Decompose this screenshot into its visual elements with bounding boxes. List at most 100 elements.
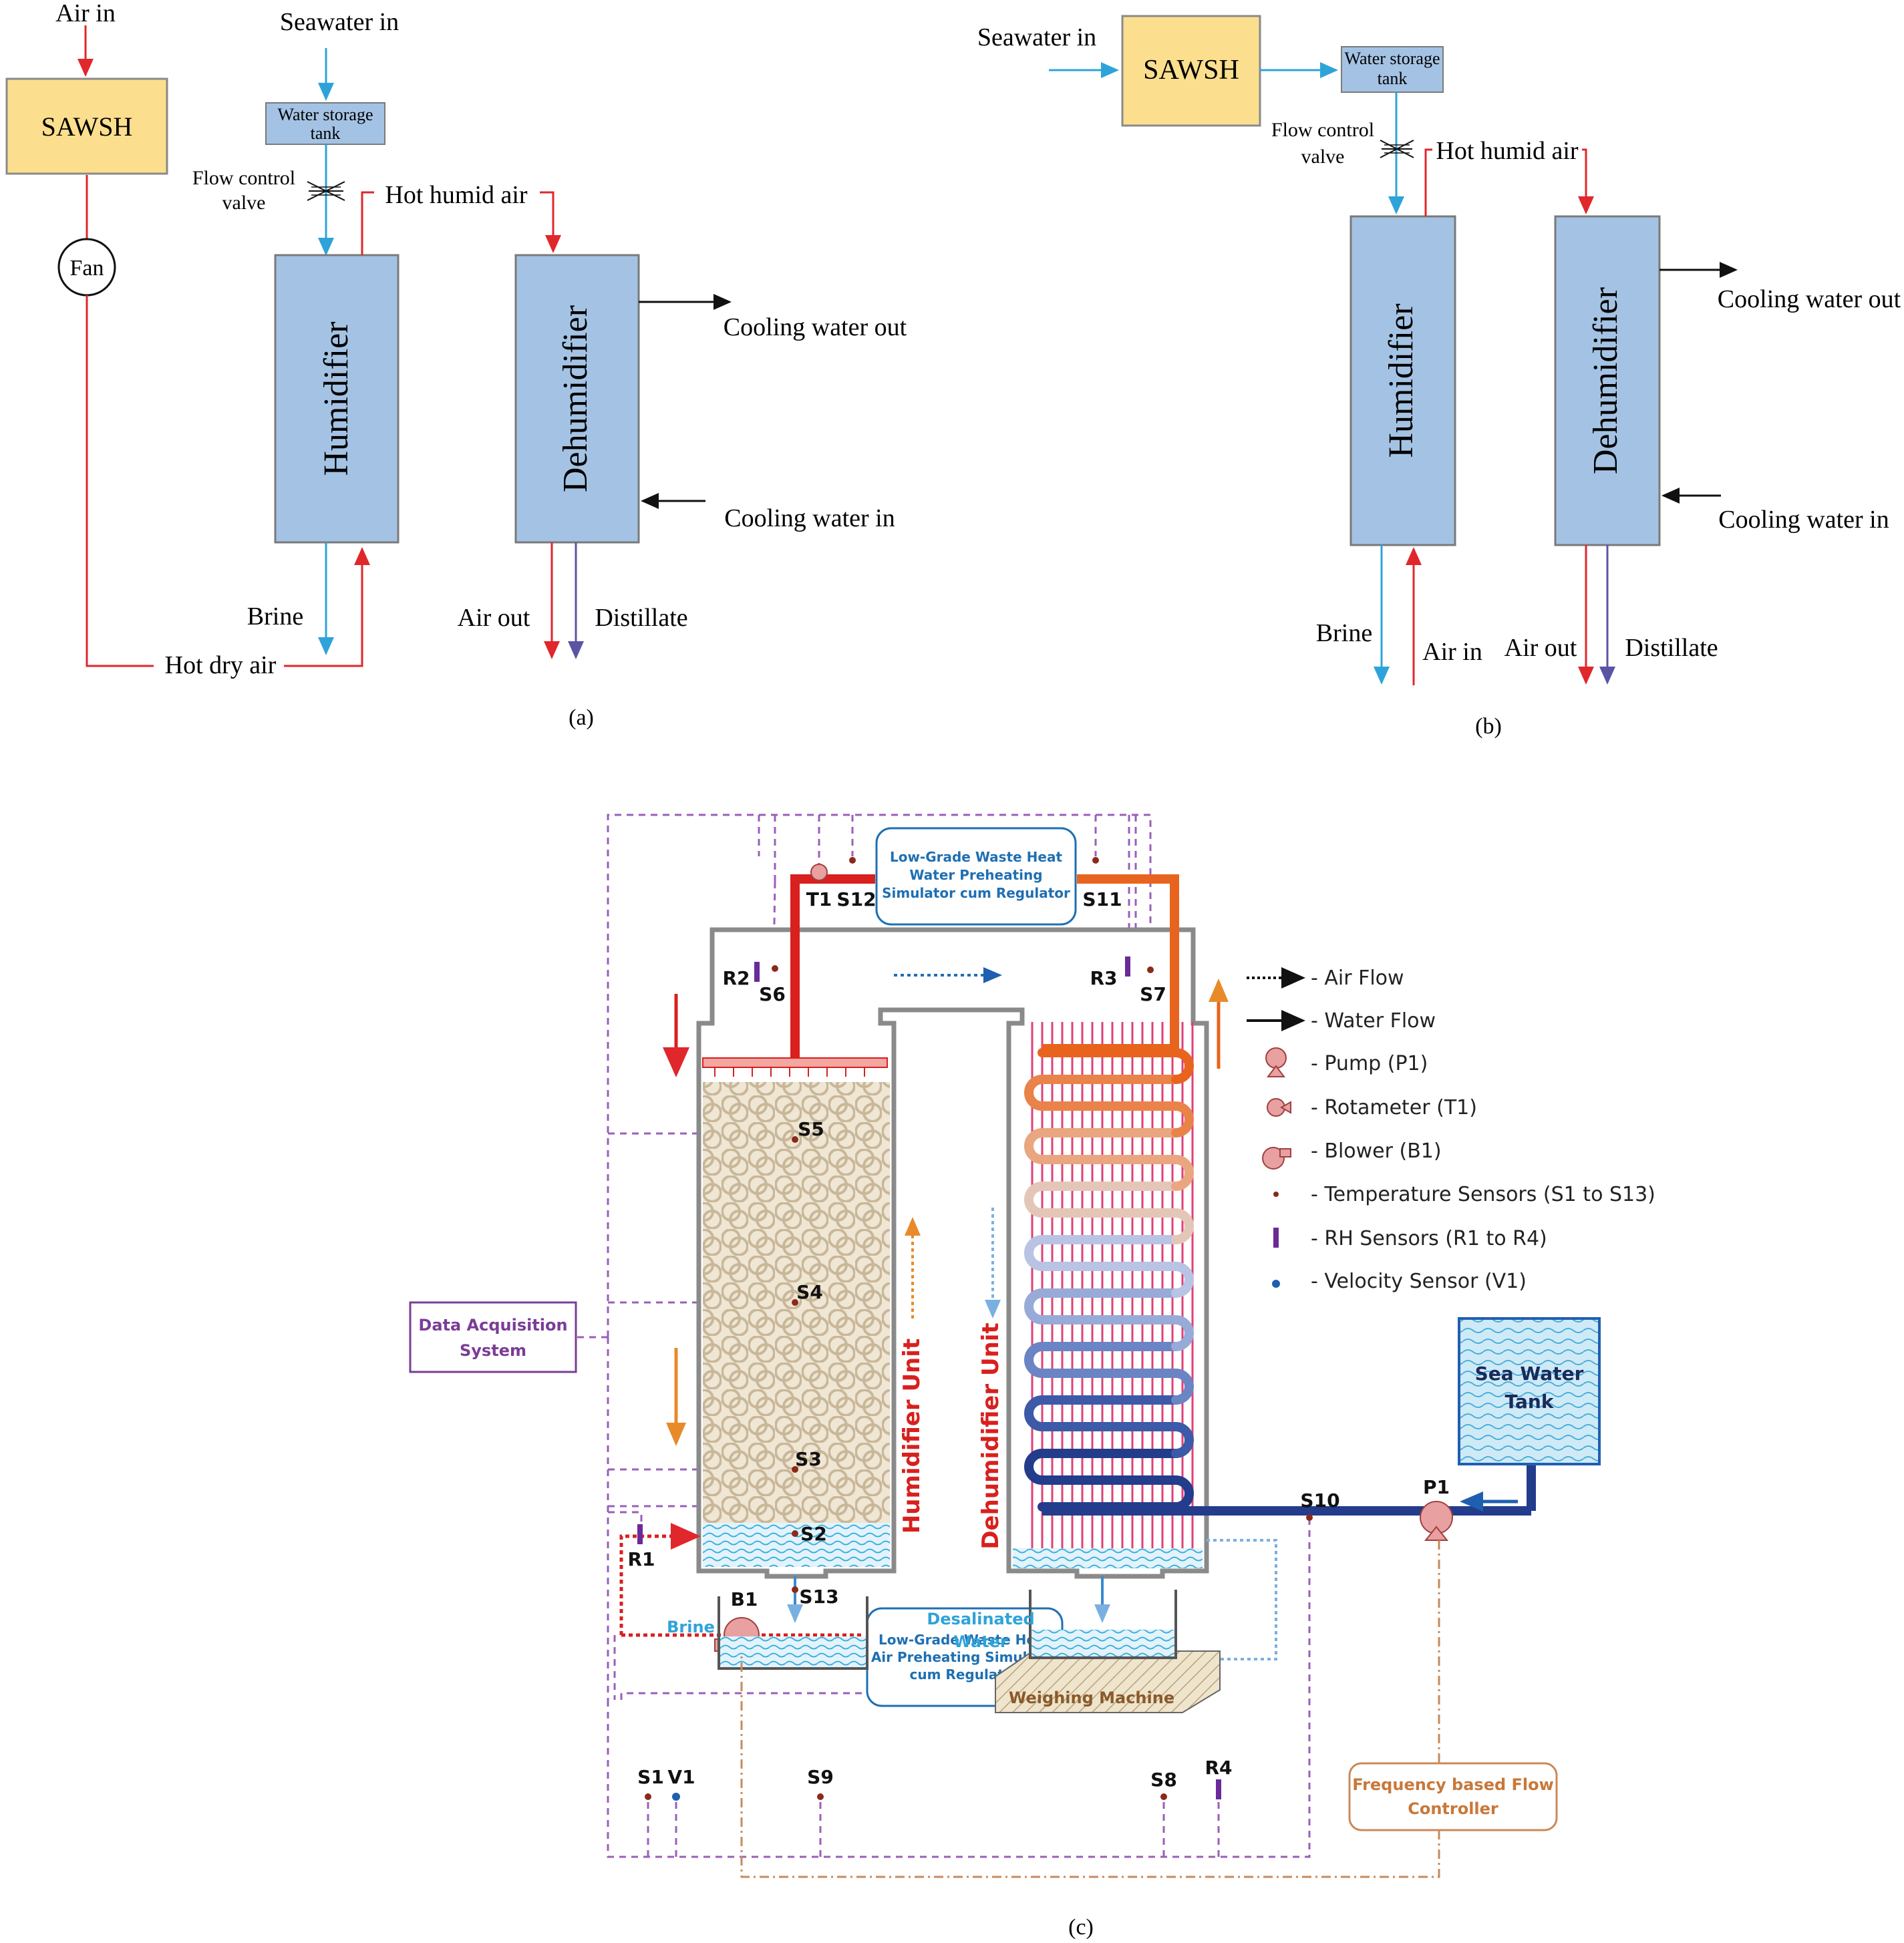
valve-label-2: valve [222,192,266,214]
label-S3: S3 [795,1448,822,1470]
dehumidifier-box [514,254,640,544]
legend-blower-icon [1262,1147,1291,1170]
brine-label-c: Brine [667,1618,715,1636]
valve-label-1: Flow control [192,167,295,189]
water-preheater-label-3: Simulator cum Regulator [882,885,1070,901]
water-storage-tank-b [1341,46,1444,93]
legend-air-flow: - Air Flow [1311,966,1404,990]
label-S1: S1 [637,1766,664,1788]
label-S10: S10 [1300,1489,1339,1512]
rotameter-icon [810,864,828,881]
legend-temperature-sensors: - Temperature Sensors (S1 to S13) [1311,1183,1655,1206]
water-preheater-box [875,827,1077,926]
valve-label-b-1: Flow control [1271,119,1374,141]
sea-water-label-2: Tank [1505,1391,1555,1413]
label-S2: S2 [800,1523,827,1545]
legend-water-flow: - Water Flow [1311,1009,1436,1033]
warm-water-pipe [1042,874,1179,1053]
caption-c: (c) [1068,1915,1094,1940]
sea-water-tank [1458,1317,1601,1465]
weighing-machine-label: Weighing Machine [1009,1689,1174,1707]
seawater-in-label-b: Seawater in [977,23,1096,51]
panel-c: Data Acquisition System [409,814,1655,1940]
label-B1: B1 [731,1588,758,1610]
hot-humid-air-label-b: Hot humid air [1436,137,1579,165]
label-R1: R1 [627,1548,655,1570]
hot-air-inlet [619,1523,701,1635]
air-preheater-label-1: Low-Grade Waste Heat [879,1632,1052,1648]
tank-label-b-2: tank [1378,69,1408,88]
label-P1: P1 [1423,1476,1450,1498]
water-sprayer [702,1057,888,1068]
velocity-sensor [672,1793,680,1801]
dehumidifier-label-b: Dehumidifier [1587,287,1625,474]
distillate-water [1032,1630,1174,1656]
label-R2: R2 [722,967,750,989]
legend-velocity-sensor: - Velocity Sensor (V1) [1311,1270,1527,1293]
legend-rh-sensor-icon [1273,1228,1279,1248]
panel-a: Air in SAWSH Fan Hot dry air Seawater in… [5,0,907,730]
seawater-in-label: Seawater in [280,8,399,36]
legend-pump-icon [1265,1047,1287,1077]
label-S6: S6 [759,983,786,1005]
cooling-water-in-label-b: Cooling water in [1718,506,1889,534]
temperature-sensors [645,857,1313,1800]
brine-label-b: Brine [1316,619,1372,647]
daq-label-2: System [460,1341,526,1360]
legend-rh-sensors: - RH Sensors (R1 to R4) [1311,1227,1547,1250]
frequency-flow-controller [1348,1762,1558,1831]
tank-label-1: Water storage [278,105,373,124]
water-preheater-label-2: Water Preheating [909,867,1042,883]
legend-rotameter: - Rotameter (T1) [1311,1096,1477,1119]
label-S5: S5 [798,1118,824,1140]
humidifier-label-b: Humidifier [1382,303,1420,458]
water-storage-tank [265,102,385,145]
label-S7: S7 [1140,983,1166,1005]
water-preheater-label-1: Low-Grade Waste Heat [890,849,1063,865]
humidifier-label: Humidifier [317,321,355,476]
brine-tank [718,1596,868,1670]
air-out-label-b: Air out [1504,634,1577,662]
rh-sensors [637,956,1221,1799]
hot-dry-air-label: Hot dry air [165,651,277,679]
caption-a: (a) [569,705,594,730]
legend-velocity-sensor-icon [1272,1280,1280,1288]
label-S13: S13 [799,1586,838,1608]
hot-humid-air-label: Hot humid air [385,181,528,209]
cooling-water-out-label: Cooling water out [724,313,907,341]
desalinated-label-1: Desalinated [927,1610,1034,1628]
humidifier-box-b [1350,215,1456,546]
label-S9: S9 [807,1766,834,1788]
freq-label-2: Controller [1408,1799,1498,1818]
component-labels: T1 S12 S11 R2 S6 R3 S7 S5 S4 S3 S2 R1 S1… [627,888,1450,1791]
legend-pump: - Pump (P1) [1311,1052,1428,1075]
sawsh-label: SAWSH [41,112,133,142]
legend-rotameter-icon [1267,1098,1291,1117]
distillate-label-b: Distillate [1625,634,1718,662]
flow-control-valve-icon-b [1380,140,1414,158]
pump-icon [1420,1501,1453,1541]
air-in-label-b: Air in [1422,638,1482,666]
tank-label-2: tank [311,124,341,143]
desalinated-label-2: Water [953,1632,1008,1651]
valve-label-b-2: valve [1301,146,1345,168]
hot-water-pipe [790,874,848,1058]
label-S11: S11 [1082,888,1122,910]
fan-label: Fan [70,256,104,281]
sprayer-nozzles [714,1067,865,1077]
air-in-label: Air in [55,0,116,27]
flow-control-valve-icon [307,181,345,201]
label-S4: S4 [796,1281,823,1303]
dehumidifier-sump [1013,1548,1203,1568]
legend-blower: - Blower (B1) [1311,1139,1442,1163]
freq-label-1: Frequency based Flow [1352,1775,1554,1794]
daq-label-1: Data Acquisition [418,1316,567,1335]
air-out-label-a: Air out [458,604,530,632]
label-V1: V1 [667,1766,695,1788]
sea-water-label-1: Sea Water [1475,1363,1584,1385]
dehumidifier-box-b [1554,215,1661,546]
brine-water [720,1636,866,1667]
dehumidifier-label: Dehumidifier [557,305,595,492]
panel-b: Seawater in SAWSH Water storage tank Flo… [977,15,1901,739]
